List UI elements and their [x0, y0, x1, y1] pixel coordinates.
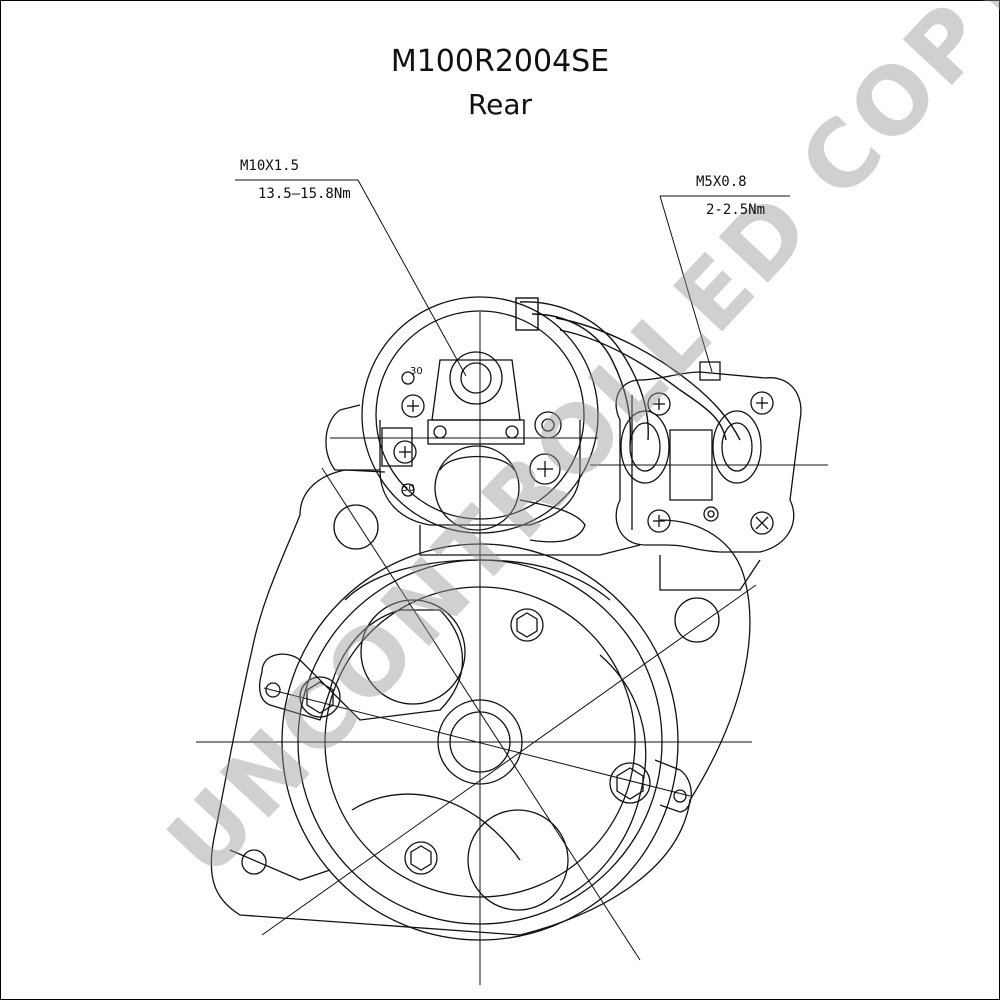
torque-spec-m10: 13.5–15.8Nm: [258, 186, 351, 202]
solenoid-rear-cap: [325, 296, 641, 556]
terminal-50-label: 50: [402, 483, 415, 494]
center-lines: [196, 312, 828, 985]
view-label: Rear: [467, 88, 533, 121]
mounting-bolts: [258, 608, 692, 875]
part-number-title: M100R2004SE: [390, 44, 610, 79]
terminal-30-label: 30: [410, 366, 423, 377]
terminal-housing: [615, 361, 802, 591]
main-housing: [210, 469, 751, 941]
thread-spec-m5: M5X0.8: [696, 174, 747, 190]
torque-spec-m5: 2-2.5Nm: [706, 202, 766, 218]
thread-spec-m10: M10X1.5: [240, 158, 300, 174]
leader-lines: [235, 179, 790, 377]
